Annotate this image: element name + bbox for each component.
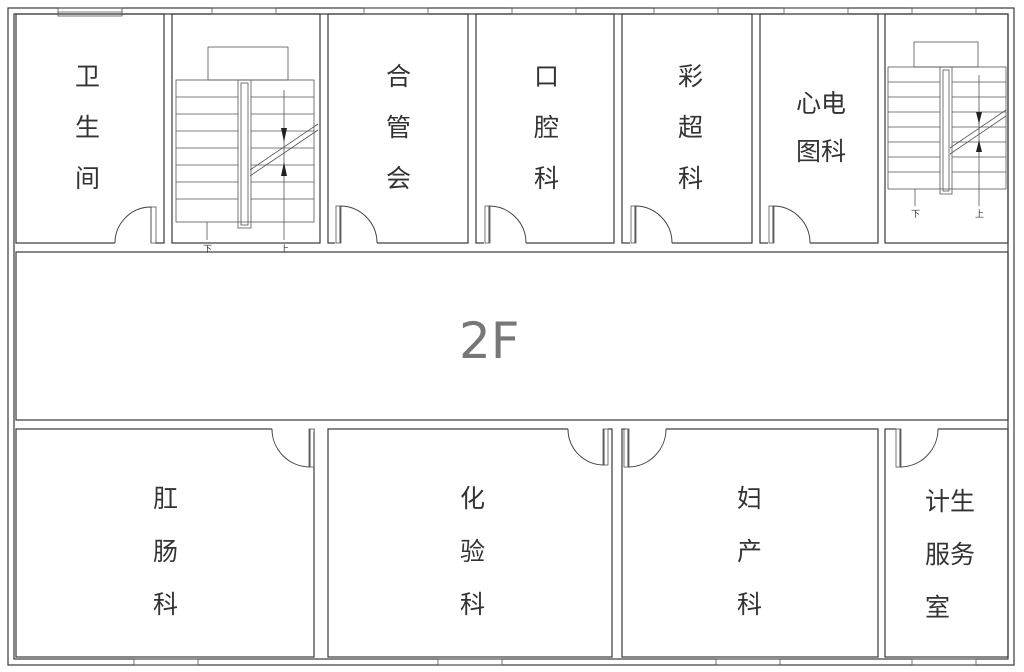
stairwell-left — [171, 13, 321, 244]
ecg-line-2: 图科 — [796, 137, 846, 166]
lab-char-2: 验 — [460, 537, 485, 566]
room-ecg — [759, 13, 879, 244]
dental-char-1: 口 — [534, 62, 559, 91]
stairs-right-down: 下 — [911, 210, 920, 220]
restroom-char-1: 卫 — [75, 62, 100, 91]
meeting-char-3: 会 — [386, 164, 411, 193]
meeting-char-2: 管 — [386, 113, 411, 142]
stairs-left — [175, 46, 319, 240]
room-proctology — [15, 428, 315, 658]
restroom-char-3: 间 — [75, 164, 100, 193]
floor-label: 2F — [459, 312, 520, 370]
outer-wall — [7, 7, 1015, 666]
restroom-char-2: 生 — [75, 113, 100, 142]
stairs-left-up: 上 — [280, 244, 289, 255]
gynecology-char-1: 妇 — [737, 484, 762, 513]
bottom-doors — [271, 424, 939, 468]
meeting-char-1: 合 — [386, 62, 411, 91]
family-planning-line-2: 服务 — [925, 540, 975, 569]
lab-char-1: 化 — [460, 484, 485, 513]
stairs-right-up: 上 — [975, 209, 984, 220]
ultrasound-char-3: 科 — [678, 164, 703, 193]
corridor — [15, 251, 1009, 421]
proctology-char-2: 肠 — [153, 537, 178, 566]
dental-char-2: 腔 — [534, 113, 559, 142]
family-planning-line-3: 室 — [925, 593, 950, 622]
gynecology-char-3: 科 — [737, 590, 762, 619]
family-planning-line-1: 计生 — [925, 487, 975, 516]
proctology-char-3: 科 — [153, 590, 178, 619]
ultrasound-char-1: 彩 — [678, 62, 703, 91]
lab-char-3: 科 — [460, 590, 485, 619]
top-doors — [114, 205, 811, 246]
top-windows — [57, 7, 977, 17]
ecg-line-1: 心电 — [796, 89, 846, 118]
room-restroom — [15, 13, 165, 244]
stairwell-right — [884, 13, 1009, 244]
room-gynecology — [621, 428, 879, 658]
stairs-left-down: 下 — [203, 245, 212, 255]
gynecology-char-2: 产 — [737, 537, 762, 566]
bottom-windows — [133, 658, 977, 666]
room-lab — [327, 428, 613, 658]
room-family-planning — [884, 428, 1009, 658]
dental-char-3: 科 — [534, 164, 559, 193]
stairs-right — [887, 41, 1007, 206]
ultrasound-char-2: 超 — [678, 113, 703, 142]
proctology-char-1: 肛 — [153, 484, 178, 513]
